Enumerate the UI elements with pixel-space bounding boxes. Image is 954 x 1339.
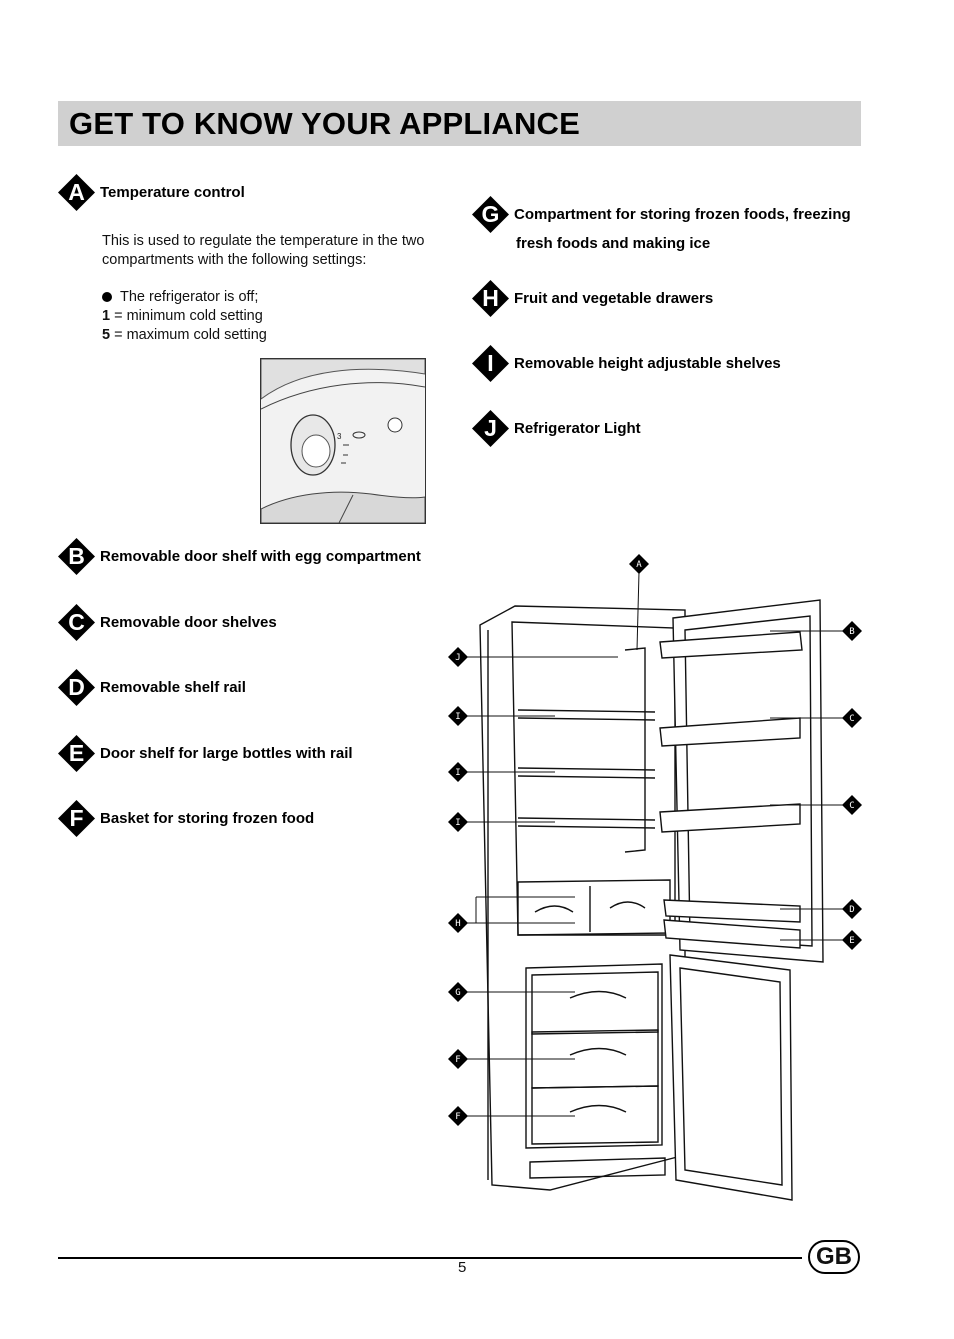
callout-j: J — [448, 647, 468, 667]
badge-h: H — [472, 280, 509, 317]
label-refrigerator-light: Refrigerator Light — [514, 420, 641, 437]
callout-a: A — [629, 554, 649, 574]
label-frozen-basket: Basket for storing frozen food — [100, 810, 315, 827]
svg-text:I: I — [455, 818, 460, 828]
svg-text:I: I — [455, 768, 460, 778]
setting-5: 5 = maximum cold setting — [102, 327, 267, 343]
callout-f-2: F — [448, 1106, 468, 1126]
label-freezer-compartment-line2: fresh foods and making ice — [516, 235, 711, 252]
svg-text:C: C — [849, 714, 854, 724]
badge-j: J — [472, 410, 509, 447]
label-freezer-compartment-line1: Compartment for storing frozen foods, fr… — [514, 206, 851, 223]
callout-g: G — [448, 982, 468, 1002]
label-shelf-rail: Removable shelf rail — [100, 679, 246, 696]
svg-text:A: A — [636, 560, 642, 570]
label-door-shelves: Removable door shelves — [100, 614, 277, 631]
callout-i-1: I — [448, 706, 468, 726]
svg-text:D: D — [849, 905, 854, 915]
svg-text:E: E — [849, 936, 854, 946]
svg-text:G: G — [455, 988, 460, 998]
callout-i-3: I — [448, 812, 468, 832]
badge-a: A — [58, 174, 95, 211]
country-badge: GB — [808, 1240, 860, 1274]
callout-e: E — [842, 930, 862, 950]
svg-text:I: I — [455, 712, 460, 722]
badge-c: C — [58, 604, 95, 641]
svg-text:F: F — [455, 1055, 460, 1065]
setting-1: 1 = minimum cold setting — [102, 308, 263, 324]
footer-rule — [58, 1257, 802, 1259]
label-door-shelf-bottles: Door shelf for large bottles with rail — [100, 745, 353, 762]
svg-text:C: C — [849, 801, 854, 811]
callout-h: H — [448, 913, 468, 933]
badge-f: F — [58, 800, 95, 837]
dial-mark-3: 3 — [337, 432, 342, 441]
svg-text:J: J — [455, 653, 460, 663]
callout-c-2: C — [842, 795, 862, 815]
label-door-shelf-egg: Removable door shelf with egg compartmen… — [100, 548, 421, 565]
badge-b: B — [58, 538, 95, 575]
refrigerator-diagram: A J I I I H G F F B C C D E — [448, 554, 862, 1201]
title-bar: GET TO KNOW YOUR APPLIANCE — [58, 101, 861, 146]
page-number: 5 — [458, 1259, 467, 1276]
temperature-description: This is used to regulate the temperature… — [102, 233, 425, 268]
callout-b: B — [842, 621, 862, 641]
badge-g: G — [472, 196, 509, 233]
thermostat-photo: 3 — [260, 358, 426, 524]
svg-text:H: H — [455, 919, 460, 929]
callout-c-1: C — [842, 708, 862, 728]
temperature-settings: The refrigerator is off; 1 = minimum col… — [102, 288, 267, 345]
setting-off: The refrigerator is off; — [102, 288, 267, 307]
page-title: GET TO KNOW YOUR APPLIANCE — [69, 106, 580, 141]
callout-d: D — [842, 899, 862, 919]
label-adjustable-shelves: Removable height adjustable shelves — [514, 355, 781, 372]
off-dot-icon — [102, 292, 112, 302]
callout-f-1: F — [448, 1049, 468, 1069]
label-fruit-drawers: Fruit and vegetable drawers — [514, 290, 714, 307]
badge-e: E — [58, 735, 95, 772]
badge-d: D — [58, 669, 95, 706]
callout-i-2: I — [448, 762, 468, 782]
badge-i: I — [472, 345, 509, 382]
svg-text:B: B — [849, 627, 854, 637]
label-temperature-control: Temperature control — [100, 184, 245, 201]
svg-text:F: F — [455, 1112, 460, 1122]
